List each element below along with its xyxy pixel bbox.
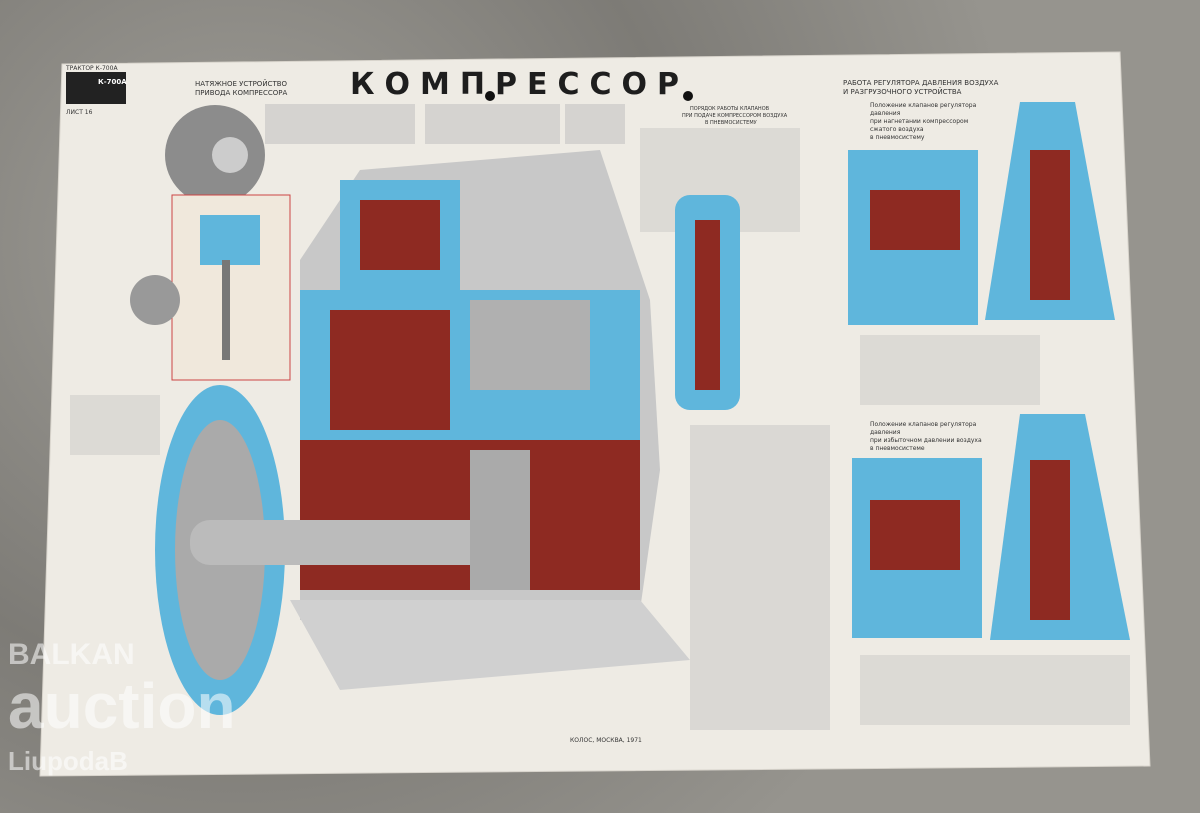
svg-text:при нагнетании компрессором: при нагнетании компрессором <box>870 118 968 125</box>
svg-text:давления: давления <box>870 110 901 117</box>
valve-order-heading: ПРИ ПОДАЧЕ КОМПРЕССОРОМ ВОЗДУХА <box>682 113 788 119</box>
svg-text:сжатого воздуха: сжатого воздуха <box>870 126 924 133</box>
valve-order-heading: ПОРЯДОК РАБОТЫ КЛАПАНОВ <box>690 106 770 112</box>
tensioner-heading: ПРИВОДА КОМПРЕССОРА <box>195 89 287 97</box>
valve-order-heading: В ПНЕВМОСИСТЕМУ <box>705 120 757 126</box>
regulator-diagram-1 <box>848 102 1115 325</box>
regulator-diagram-2 <box>852 414 1130 640</box>
tractor-logo <box>66 72 126 104</box>
pin-hole <box>683 91 693 101</box>
poster-title: КОМПРЕССОР <box>350 67 689 102</box>
pin-hole <box>485 91 495 101</box>
logo-badge: К-700А <box>98 78 127 86</box>
tensioner-heading: НАТЯЖНОЕ УСТРОЙСТВО <box>195 79 288 88</box>
svg-text:Положение клапанов регулятора: Положение клапанов регулятора <box>870 421 977 428</box>
sheet-label: ЛИСТ 16 <box>66 109 93 116</box>
svg-text:при избыточном давлении воздух: при избыточном давлении воздуха <box>870 437 982 444</box>
regulator-state-1-caption: Положение клапанов регулятора давления п… <box>870 102 977 141</box>
svg-text:Положение клапанов регулятора: Положение клапанов регулятора <box>870 102 977 109</box>
svg-text:в пневмосистеме: в пневмосистеме <box>870 445 925 452</box>
regulator-heading: И РАЗГРУЗОЧНОГО УСТРОЙСТВА <box>843 87 962 96</box>
svg-text:в пневмосистему: в пневмосистему <box>870 134 925 141</box>
watermark-line3: LiupodaB <box>8 746 128 776</box>
compressor-cutaway-diagram <box>155 150 740 715</box>
watermark-line1: BALKAN <box>8 638 135 671</box>
logo-caption: ТРАКТОР К-700А <box>65 65 118 72</box>
parts-legend <box>70 104 1130 730</box>
regulator-heading: РАБОТА РЕГУЛЯТОРА ДАВЛЕНИЯ ВОЗДУХА <box>843 79 999 87</box>
svg-text:давления: давления <box>870 429 901 436</box>
watermark-line2: auction <box>8 670 236 742</box>
publisher: КОЛОС, МОСКВА, 1971 <box>570 737 642 744</box>
regulator-state-2-caption: Положение клапанов регулятора давления п… <box>870 421 982 452</box>
